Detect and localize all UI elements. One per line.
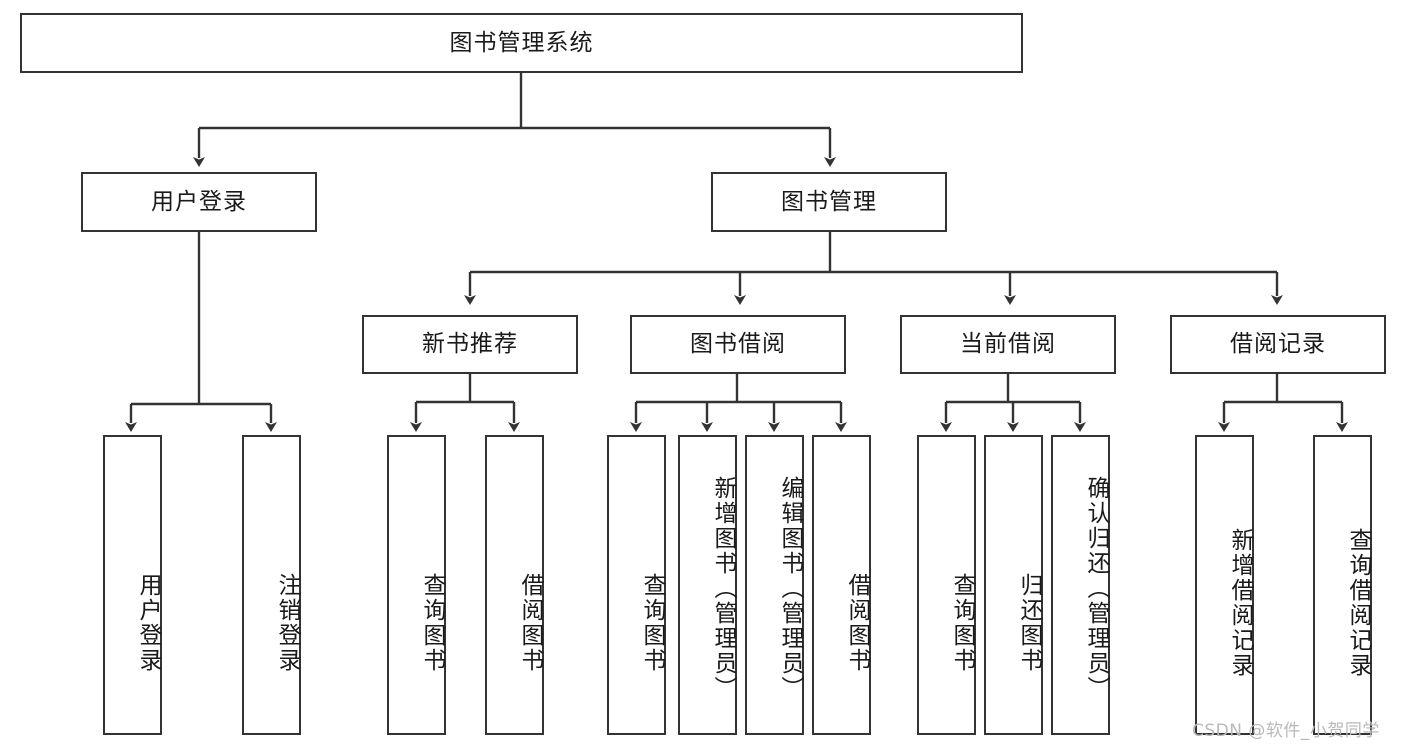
csdn-watermark: CSDN @软件_小贺同学 — [1192, 721, 1380, 741]
node-leaf-query-book-current[interactable]: 查询图书 — [917, 435, 976, 735]
node-leaf-logout[interactable]: 注销登录 — [242, 435, 301, 735]
node-label: 查询图书 — [949, 572, 975, 673]
node-leaf-borrow-book-new[interactable]: 借阅图书 — [485, 435, 544, 735]
node-book-management[interactable]: 图书管理 — [711, 172, 947, 232]
node-label: 新增图书（管理员） — [710, 475, 736, 701]
node-book-borrow[interactable]: 图书借阅 — [630, 315, 846, 374]
node-label: 新增借阅记录 — [1227, 528, 1253, 678]
node-label: 归还图书 — [1016, 572, 1042, 673]
node-leaf-add-borrow-record[interactable]: 新增借阅记录 — [1195, 435, 1254, 735]
node-label: 图书管理系统 — [449, 29, 594, 56]
node-label: 编辑图书（管理员） — [777, 475, 803, 701]
node-label: 确认归还（管理员） — [1083, 475, 1109, 701]
node-label: 图书管理 — [781, 188, 877, 215]
node-label: 借阅图书 — [517, 572, 543, 673]
node-label: 借阅图书 — [844, 572, 870, 673]
node-leaf-query-book-borrow[interactable]: 查询图书 — [607, 435, 666, 735]
node-leaf-query-borrow-record[interactable]: 查询借阅记录 — [1313, 435, 1372, 735]
node-label: 用户登录 — [151, 188, 247, 215]
node-leaf-confirm-return-admin[interactable]: 确认归还（管理员） — [1051, 435, 1110, 735]
node-label: 借阅记录 — [1230, 331, 1326, 358]
node-new-book-recommend[interactable]: 新书推荐 — [362, 315, 578, 374]
node-user-login[interactable]: 用户登录 — [81, 172, 317, 232]
node-leaf-borrow-book[interactable]: 借阅图书 — [812, 435, 871, 735]
node-label: 查询图书 — [419, 572, 445, 673]
node-borrow-record[interactable]: 借阅记录 — [1170, 315, 1386, 374]
node-label: 注销登录 — [274, 572, 300, 673]
node-leaf-user-login[interactable]: 用户登录 — [103, 435, 162, 735]
node-label: 查询图书 — [639, 572, 665, 673]
node-label: 查询借阅记录 — [1345, 528, 1371, 678]
node-leaf-return-book[interactable]: 归还图书 — [984, 435, 1043, 735]
node-label: 图书借阅 — [690, 331, 786, 358]
node-label: 当前借阅 — [960, 331, 1056, 358]
node-root-book-management-system[interactable]: 图书管理系统 — [20, 13, 1023, 73]
node-leaf-query-book-new[interactable]: 查询图书 — [387, 435, 446, 735]
node-current-borrow[interactable]: 当前借阅 — [900, 315, 1116, 374]
node-label: 新书推荐 — [422, 331, 518, 358]
node-leaf-add-book-admin[interactable]: 新增图书（管理员） — [678, 435, 737, 735]
node-leaf-edit-book-admin[interactable]: 编辑图书（管理员） — [745, 435, 804, 735]
node-label: 用户登录 — [135, 572, 161, 673]
